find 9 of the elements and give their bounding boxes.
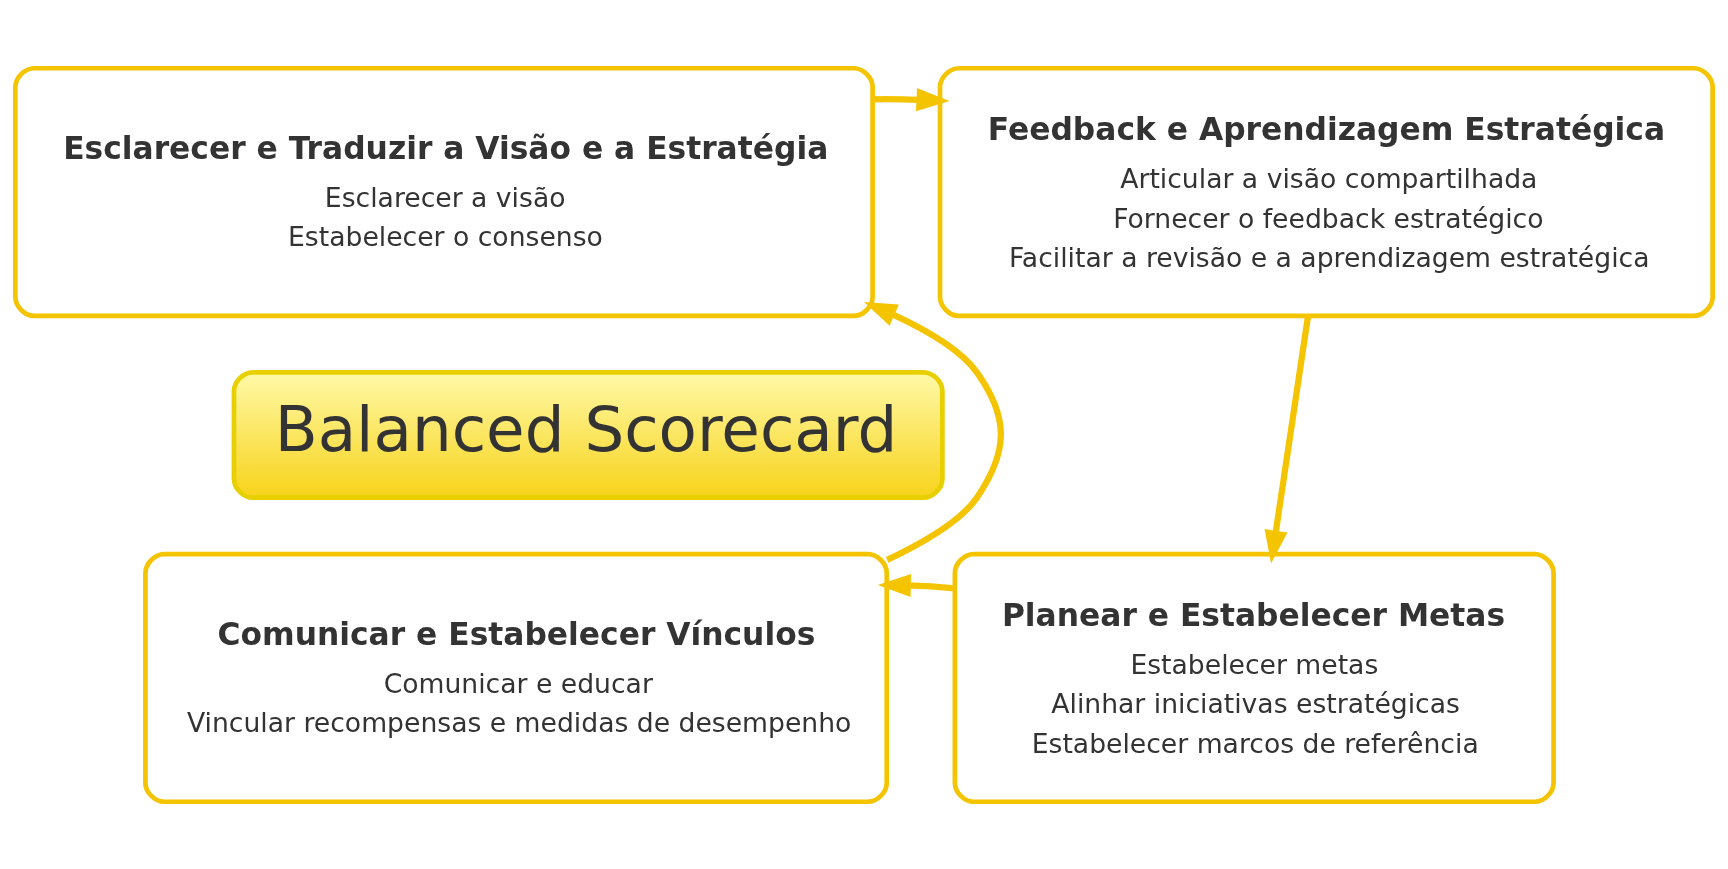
- arrow: [872, 87, 950, 111]
- arrow: [1264, 315, 1312, 563]
- arrow: [864, 301, 1004, 563]
- node-box: Balanced Scorecard: [231, 369, 945, 500]
- node-box: Esclarecer e Traduzir a Visão e a Estratégia Esclarecer a visão Estabelecer o consenso: [13, 65, 875, 318]
- node-box: Planear e Estabelecer Metas Estabelecer metas Alinhar iniciativas estratégicas Estabelecer marcos de referência: [952, 551, 1556, 804]
- arrow: [877, 573, 955, 597]
- node-box: Comunicar e Estabelecer Vínculos Comunicar e educar Vincular recompensas e medidas de desempenho: [143, 551, 890, 804]
- node-box: Feedback e Aprendizagem Estratégica Articular a visão compartilhada Fornecer o feedback estratégico Facilitar a revisão e a aprendizagem estratégica: [937, 65, 1715, 318]
